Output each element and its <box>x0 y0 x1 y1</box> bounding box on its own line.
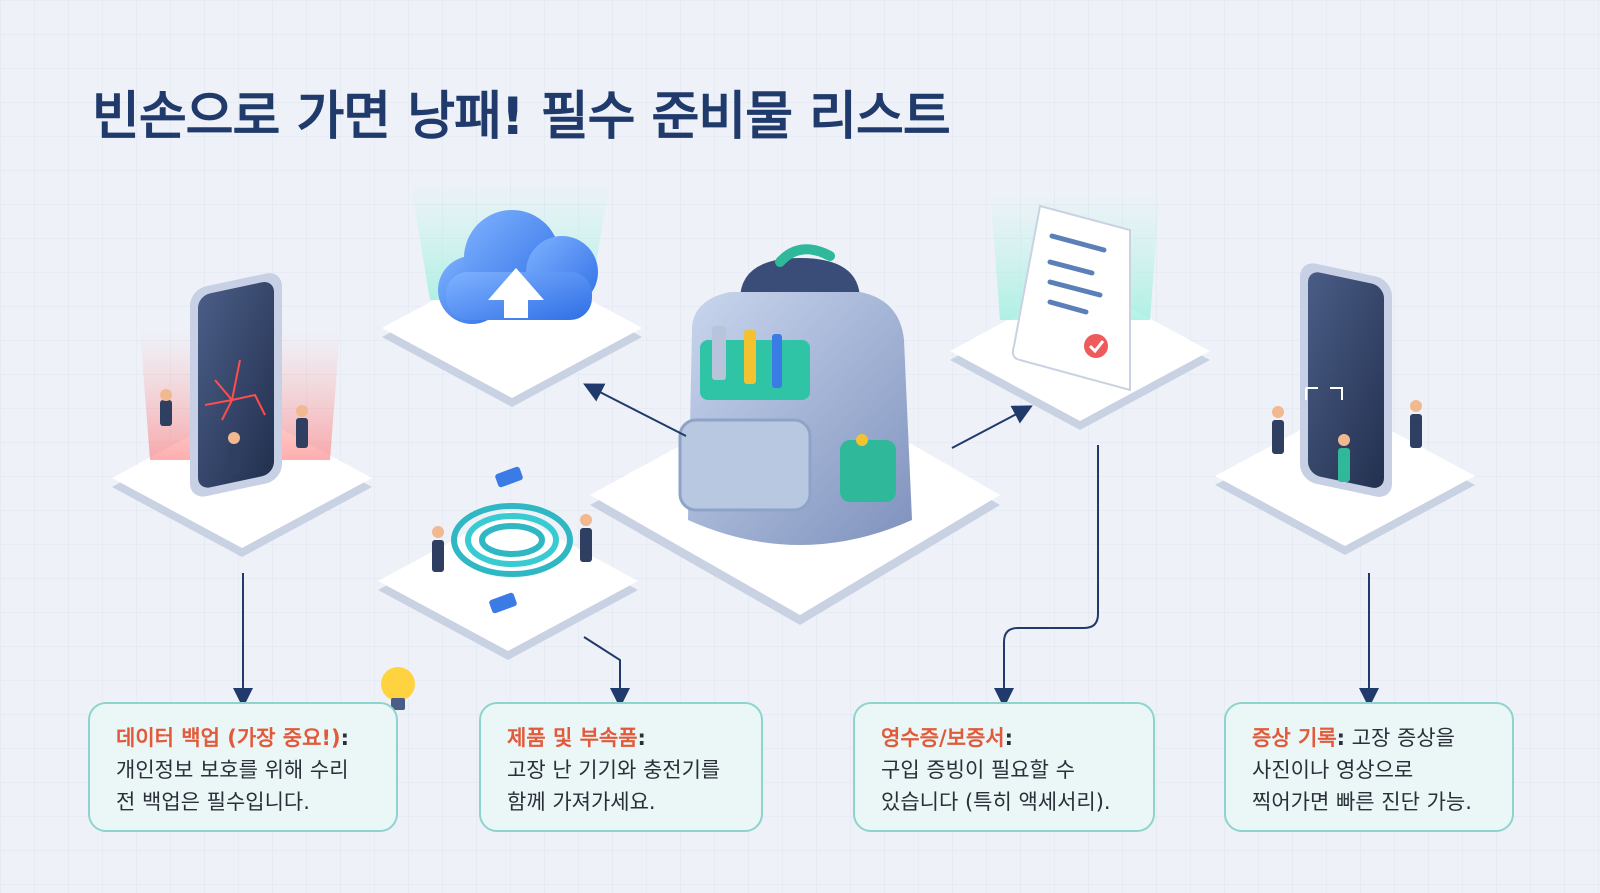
card-heading: 제품 및 부속품 <box>507 726 638 750</box>
card-line: 고장 난 기기와 충전기를 <box>507 758 721 782</box>
card-line: 개인정보 보호를 위해 수리 <box>116 758 349 782</box>
card-data-backup: 데이터 백업 (가장 중요!): 개인정보 보호를 위해 수리 전 백업은 필수… <box>88 702 398 832</box>
cloud-upload-icon <box>410 180 610 324</box>
card-product-accessories: 제품 및 부속품: 고장 난 기기와 충전기를 함께 가져가세요. <box>479 702 763 832</box>
arrow-to-receipt <box>994 445 1099 708</box>
card-colon: : <box>1004 726 1013 750</box>
card-receipt-warranty: 영수증/보증서: 구입 증빙이 필요할 수 있습니다 (특히 액세서리). <box>853 702 1155 832</box>
card-heading: 데이터 백업 (가장 중요!) <box>116 726 341 750</box>
card-line: 전 백업은 필수입니다. <box>116 790 310 814</box>
arrow-to-product <box>583 636 630 708</box>
card-colon: : <box>340 726 349 750</box>
arrow-backpack-to-cloud <box>583 383 687 437</box>
card-line: 찍어가면 빠른 진단 가능. <box>1252 790 1472 814</box>
card-colon: : <box>1336 726 1345 750</box>
phone-recording-icon <box>1272 263 1422 497</box>
card-heading: 영수증/보증서 <box>881 726 1005 750</box>
backpack-icon <box>678 244 912 545</box>
card-colon: : <box>637 726 646 750</box>
page-title: 빈손으로 가면 낭패! 필수 준비물 리스트 <box>92 87 951 147</box>
card-line: 사진이나 영상으로 <box>1252 758 1414 782</box>
usb-cable-icon <box>432 466 592 614</box>
card-line: 있습니다 (특히 액세서리). <box>881 790 1111 814</box>
receipt-warranty-icon <box>990 190 1160 392</box>
card-symptom-record: 증상 기록: 고장 증상을 사진이나 영상으로 찍어가면 빠른 진단 가능. <box>1224 702 1514 832</box>
card-heading: 증상 기록 <box>1252 726 1337 750</box>
lightbulb-icon <box>381 667 415 710</box>
card-line: 함께 가져가세요. <box>507 790 656 814</box>
card-line: 구입 증빙이 필요할 수 <box>881 758 1075 782</box>
card-inline-text: 고장 증상을 <box>1345 726 1455 750</box>
cracked-phone-icon <box>140 273 340 497</box>
arrow-backpack-to-receipt <box>951 405 1033 449</box>
